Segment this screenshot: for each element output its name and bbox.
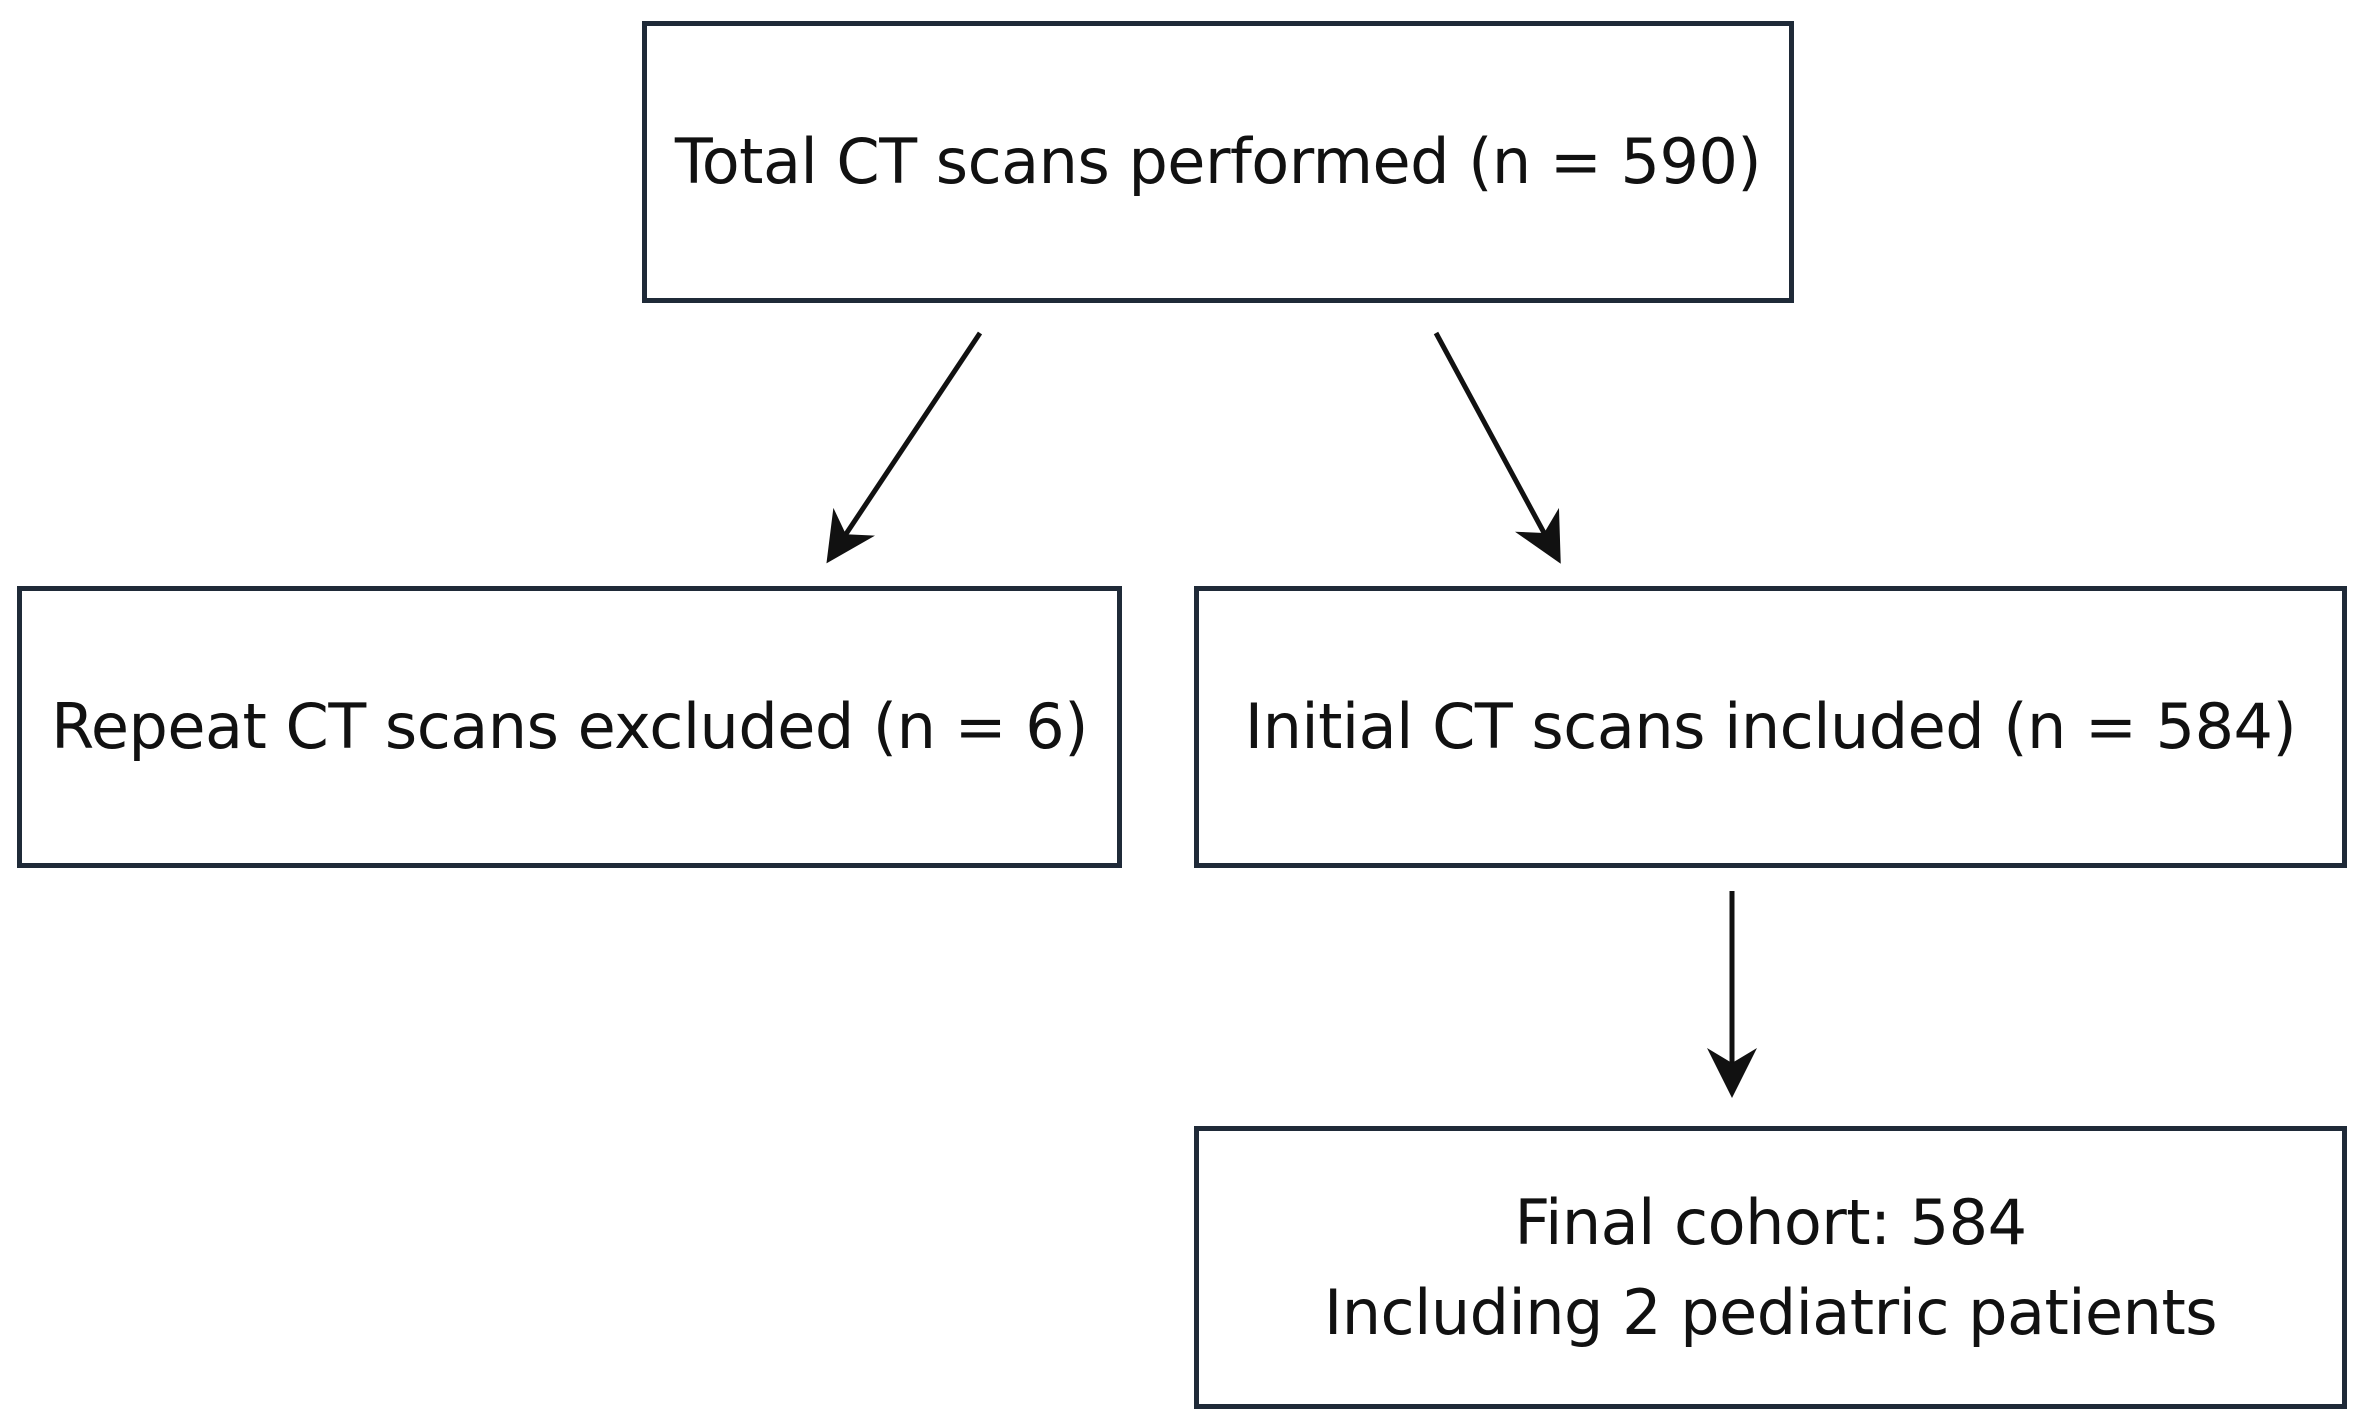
node-final-line2: Including 2 pediatric patients <box>1323 1275 2218 1349</box>
node-final-cohort: Final cohort: 584 Including 2 pediatric … <box>1194 1126 2347 1409</box>
arrow-total-to-excluded <box>826 331 983 564</box>
arrow-total-to-included <box>1433 331 1561 564</box>
node-included-label: Initial CT scans included (n = 584) <box>1244 690 2297 763</box>
node-total-label: Total CT scans performed (n = 590) <box>674 125 1762 198</box>
node-final-line1: Final cohort: 584 <box>1514 1185 2027 1259</box>
node-initial-scans-included: Initial CT scans included (n = 584) <box>1194 586 2347 868</box>
node-repeat-scans-excluded: Repeat CT scans excluded (n = 6) <box>17 586 1122 868</box>
node-excluded-label: Repeat CT scans excluded (n = 6) <box>51 690 1088 763</box>
node-total-ct-scans: Total CT scans performed (n = 590) <box>642 21 1794 303</box>
